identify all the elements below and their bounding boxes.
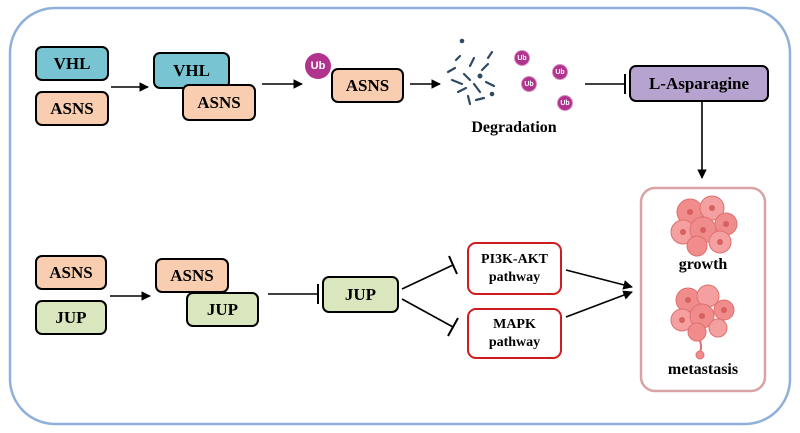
- asns-complex-node: ASNS: [155, 258, 229, 293]
- pi3k-pathway-label: pathway: [488, 269, 541, 285]
- vhl-complex-node: VHL: [153, 52, 230, 89]
- inhibit-bar-pi3k: [448, 255, 458, 275]
- metastasis-label: metastasis: [667, 361, 739, 378]
- inhibit-jup-mapk: [401, 298, 454, 328]
- jup-complex-node: JUP: [186, 292, 259, 327]
- pi3k-akt-pathway-node: PI3K-AKT pathway: [467, 242, 562, 295]
- tumor-metastasis-icon: [670, 284, 735, 360]
- arrow-mapk-to-outcome: [565, 290, 633, 318]
- growth-label: growth: [678, 256, 728, 273]
- outer-frame: [8, 6, 792, 426]
- tumor-growth-icon: [670, 195, 738, 257]
- vhl-node: VHL: [35, 46, 109, 81]
- ubiquitin-icon: Ub: [305, 53, 331, 79]
- arrow-pi3k-to-outcome: [565, 269, 633, 290]
- ubiquitinated-asns-node: ASNS: [331, 68, 404, 103]
- mapk-pathway-node: MAPK pathway: [467, 308, 562, 359]
- asns-node: ASNS: [35, 91, 109, 126]
- asns-complex-node: ASNS: [182, 84, 256, 121]
- jup-node: JUP: [35, 300, 107, 335]
- ubiquitin-fragment-icon: Ub: [521, 76, 537, 92]
- ubiquitin-fragment-icon: Ub: [514, 50, 530, 66]
- mapk-pathway-label: pathway: [488, 334, 541, 350]
- inhibit-bar-mapk: [447, 317, 459, 337]
- pi3k-akt-label: PI3K-AKT: [481, 251, 548, 267]
- ubiquitin-fragment-icon: Ub: [552, 64, 568, 80]
- mapk-label: MAPK: [493, 316, 536, 332]
- jup-node-inhibited: JUP: [322, 276, 399, 313]
- asns-node: ASNS: [35, 255, 107, 290]
- ubiquitin-fragment-icon: Ub: [557, 95, 573, 111]
- degraded-protein-fragments: [446, 38, 496, 106]
- inhibit-jup-pi3k: [401, 264, 454, 290]
- degradation-label: Degradation: [471, 119, 557, 136]
- l-asparagine-node: L-Asparagine: [629, 65, 769, 102]
